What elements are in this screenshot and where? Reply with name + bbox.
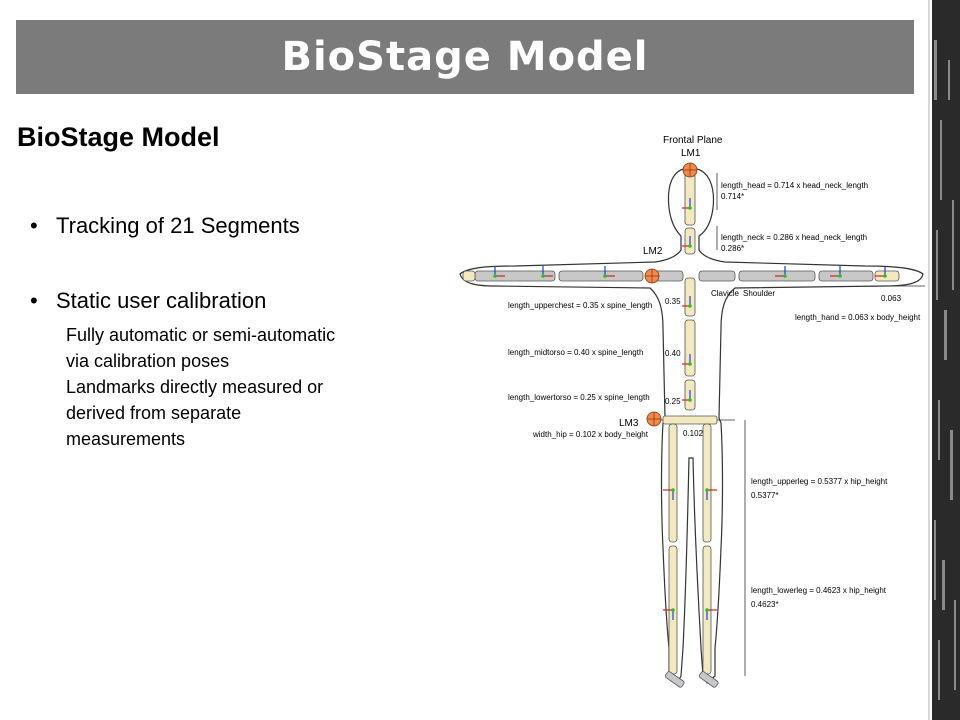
sub-bullet-line: derived from separate [66, 403, 242, 423]
neck-value-label: 0.286* [721, 244, 744, 253]
plane-label: Frontal Plane [663, 135, 723, 146]
upperleg-label: length_upperleg = 0.5377 x hip_height [751, 477, 888, 486]
shoulder-label: Shoulder [743, 289, 775, 298]
value-025-label: 0.25 [665, 397, 681, 406]
lm3-label: LM3 [619, 418, 639, 429]
bullet-text: Tracking of 21 Segments [56, 213, 300, 238]
sub-bullet-line: Landmarks directly measured or [66, 377, 324, 397]
upperchest-label: length_upperchest = 0.35 x spine_length [508, 301, 652, 310]
body-model-diagram: Frontal Plane LM1 LM2 LM3 length_head = … [459, 135, 925, 688]
value-040-label: 0.40 [665, 349, 681, 358]
bullet-text: Static user calibration [56, 288, 267, 313]
slide-title: BioStage Model [281, 34, 649, 80]
decorative-border [928, 0, 960, 720]
content-heading: BioStage Model [17, 122, 220, 152]
upperleg-value-label: 0.5377* [751, 491, 779, 500]
sub-bullet-list: Fully automatic or semi-automatic via ca… [66, 322, 335, 452]
lm2-label: LM2 [643, 246, 663, 257]
midtorso-label: length_midtorso = 0.40 x spine_length [508, 348, 643, 357]
value-035-label: 0.35 [665, 297, 681, 306]
landmark-lm1 [682, 162, 698, 178]
sub-bullet-line: Fully automatic or semi-automatic [66, 325, 336, 345]
hip-width-label: width_hip = 0.102 x body_height [532, 430, 649, 439]
hand-value-label: 0.063 [881, 294, 902, 303]
clavicle-label: Clavicle [711, 289, 740, 298]
lowertorso-label: length_lowertorso = 0.25 x spine_length [508, 393, 650, 402]
value-0102-label: 0.102 [683, 429, 704, 438]
landmark-lm3 [646, 411, 662, 427]
hand-length-label: length_hand = 0.063 x body_height [795, 313, 921, 322]
head-value-label: 0.714* [721, 192, 744, 201]
landmark-lm2 [644, 268, 660, 284]
lm1-label: LM1 [681, 148, 701, 159]
title-bar: BioStage Model [16, 20, 914, 94]
lowerleg-value-label: 0.4623* [751, 600, 779, 609]
sub-bullet-line: measurements [66, 429, 186, 449]
bullet-dot-icon: • [30, 213, 38, 238]
neck-length-label: length_neck = 0.286 x head_neck_length [721, 233, 867, 242]
lowerleg-label: length_lowerleg = 0.4623 x hip_height [751, 586, 887, 595]
bullet-dot-icon: • [30, 288, 38, 313]
head-length-label: length_head = 0.714 x head_neck_length [721, 181, 868, 190]
sub-bullet-line: via calibration poses [66, 351, 230, 371]
body-outline [459, 167, 924, 684]
